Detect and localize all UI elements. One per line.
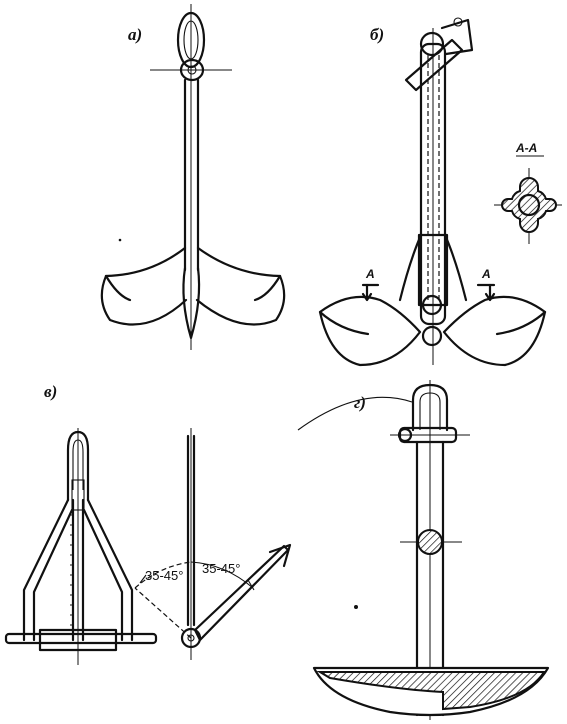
angle-right-label: 35-45° (202, 561, 240, 576)
angle-left-label: 35-45° (145, 568, 183, 583)
section-a-a: А-А (494, 141, 562, 244)
anchor-g-single-fluke (297, 380, 550, 720)
label-a: а) (128, 25, 142, 44)
section-title: А-А (515, 141, 537, 155)
stray-dot (118, 238, 122, 242)
label-v: в) (44, 382, 57, 401)
label-g: г) (354, 393, 366, 412)
section-marker-right: А (481, 267, 491, 281)
anchor-v-side-view: 35-45° 35-45° (134, 428, 292, 660)
stray-dot (354, 605, 358, 609)
anchor-b-folding: А А (318, 17, 547, 367)
anchor-v-front-view (4, 428, 158, 665)
label-b: б) (370, 25, 384, 44)
anchor-a-grapnel (100, 4, 286, 350)
section-marker-left: А (365, 267, 375, 281)
